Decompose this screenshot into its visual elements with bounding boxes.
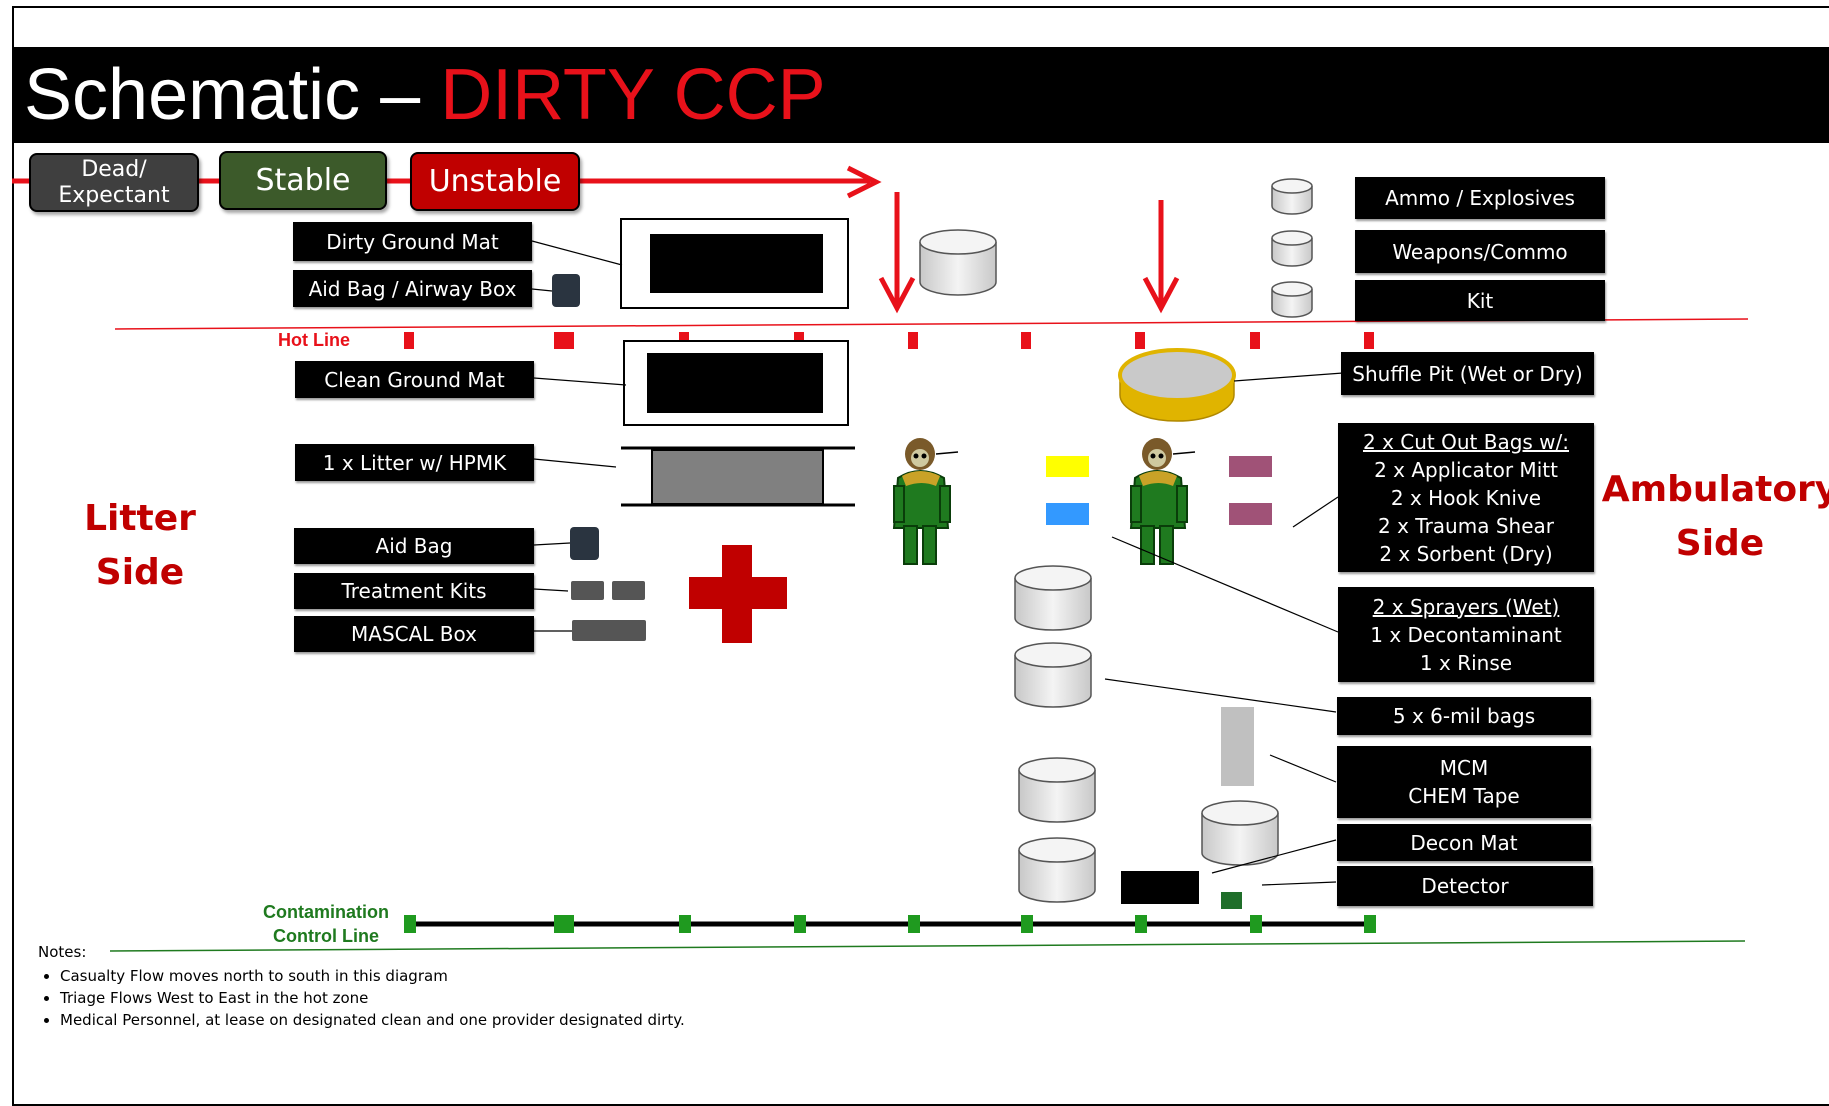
mauve-marker: [1229, 503, 1272, 525]
notes: Notes: Casualty Flow moves north to sout…: [38, 943, 685, 1031]
aid-bag-icon: [570, 527, 599, 560]
barrel-icon: [1014, 642, 1092, 708]
detector-label: Detector: [1337, 866, 1593, 906]
ammo-explosives-label: Ammo / Explosives: [1355, 177, 1605, 219]
shuffle-pit-shape: [1118, 348, 1236, 422]
note-item: Casualty Flow moves north to south in th…: [60, 965, 685, 987]
down-arrow-right: [1142, 200, 1180, 314]
notes-list: Casualty Flow moves north to south in th…: [38, 965, 685, 1031]
shuffle-pit-label: Shuffle Pit (Wet or Dry): [1341, 352, 1594, 395]
mauve-marker: [1229, 456, 1272, 477]
slide-title: Schematic – DIRTY CCP: [24, 52, 826, 138]
ambulatory-side-label: Ambulatory Side: [1600, 463, 1829, 571]
clean-ground-mat-shape: [623, 340, 849, 426]
barrel-icon: [1271, 178, 1313, 215]
side-text: Side: [1675, 523, 1765, 564]
treatment-kit-icon: [612, 581, 645, 600]
sprayers-item: 1 x Rinse: [1419, 650, 1513, 675]
dirty-ground-mat-label: Dirty Ground Mat: [293, 222, 532, 261]
title-prefix: Schematic –: [24, 55, 441, 135]
contamination-control-line-label: Contamination Control Line: [246, 900, 406, 948]
title-highlight: DIRTY CCP: [440, 55, 826, 135]
six-mil-bags-label: 5 x 6-mil bags: [1337, 697, 1591, 735]
soldier-icon: [1129, 438, 1196, 565]
triage-unstable: Unstable: [410, 152, 580, 211]
litter-shape: [621, 446, 855, 507]
barrel-icon: [1018, 837, 1096, 903]
barrel-icon: [1271, 230, 1313, 267]
contamination-control-line: [109, 915, 1746, 952]
yellow-marker: [1046, 456, 1089, 477]
hot-line-label: Hot Line: [278, 330, 350, 350]
barrel-icon: [1201, 800, 1279, 866]
soldier-icon: [892, 438, 959, 565]
decon-mat-shape: [1121, 871, 1199, 904]
mascal-box-label: MASCAL Box: [294, 616, 534, 652]
kit-label: Kit: [1355, 280, 1605, 321]
chem-tape-text: CHEM Tape: [1408, 784, 1520, 808]
leader-lines: [531, 240, 1344, 886]
treatment-kits-label: Treatment Kits: [294, 573, 534, 609]
barrel-icon: [1018, 757, 1096, 823]
schematic-drawing: [12, 165, 1749, 952]
barrel-icon: [919, 229, 997, 296]
note-item: Triage Flows West to East in the hot zon…: [60, 987, 685, 1009]
cut-out-item: 2 x Hook Knive: [1390, 485, 1542, 510]
cut-out-bags-label: 2 x Cut Out Bags w/: 2 x Applicator Mitt…: [1338, 423, 1594, 572]
triage-dead-expectant: Dead/ Expectant: [29, 153, 199, 212]
down-arrow-left: [878, 192, 916, 314]
triage-stable: Stable: [219, 151, 387, 210]
hot-line: [114, 318, 1749, 349]
barrel-icon: [1271, 281, 1313, 318]
cut-out-item: 2 x Applicator Mitt: [1374, 457, 1558, 482]
ccl-text-1: Contamination: [263, 902, 389, 922]
weapons-commo-label: Weapons/Commo: [1355, 230, 1605, 273]
mcm-chem-tape-label: MCM CHEM Tape: [1337, 746, 1591, 818]
litter-label: 1 x Litter w/ HPMK: [295, 444, 534, 481]
blue-marker: [1046, 503, 1089, 525]
sprayers-heading: 2 x Sprayers (Wet): [1372, 594, 1560, 619]
cut-out-bags-heading: 2 x Cut Out Bags w/:: [1362, 429, 1569, 454]
note-item: Medical Personnel, at lease on designate…: [60, 1009, 685, 1031]
mascal-box-icon: [572, 620, 646, 641]
decon-mat-label: Decon Mat: [1337, 824, 1591, 861]
detector-shape: [1221, 892, 1242, 909]
ccl-text-2: Control Line: [273, 926, 379, 946]
barrel-icon: [1014, 565, 1092, 631]
sprayers-item: 1 x Decontaminant: [1370, 622, 1562, 647]
treatment-kit-icon: [571, 581, 604, 600]
ambulatory-text: Ambulatory: [1601, 469, 1829, 510]
aid-bag-label: Aid Bag: [294, 528, 534, 564]
aid-bag-airway-icon: [552, 274, 580, 307]
cut-out-item: 2 x Trauma Shear: [1378, 513, 1554, 538]
title-bar: [14, 47, 1829, 143]
clean-ground-mat-label: Clean Ground Mat: [295, 361, 534, 398]
mcm-text: MCM: [1439, 756, 1489, 780]
litter-side-label: Litter Side: [84, 498, 196, 593]
mcm-tape-shape: [1221, 707, 1254, 786]
notes-heading: Notes:: [38, 943, 87, 961]
aid-bag-airway-label: Aid Bag / Airway Box: [293, 270, 532, 307]
cut-out-item: 2 x Sorbent (Dry): [1379, 541, 1553, 566]
dirty-ground-mat-shape: [620, 218, 849, 309]
sprayers-label: 2 x Sprayers (Wet) 1 x Decontaminant 1 x…: [1338, 587, 1594, 682]
medical-cross-icon: [689, 545, 787, 643]
